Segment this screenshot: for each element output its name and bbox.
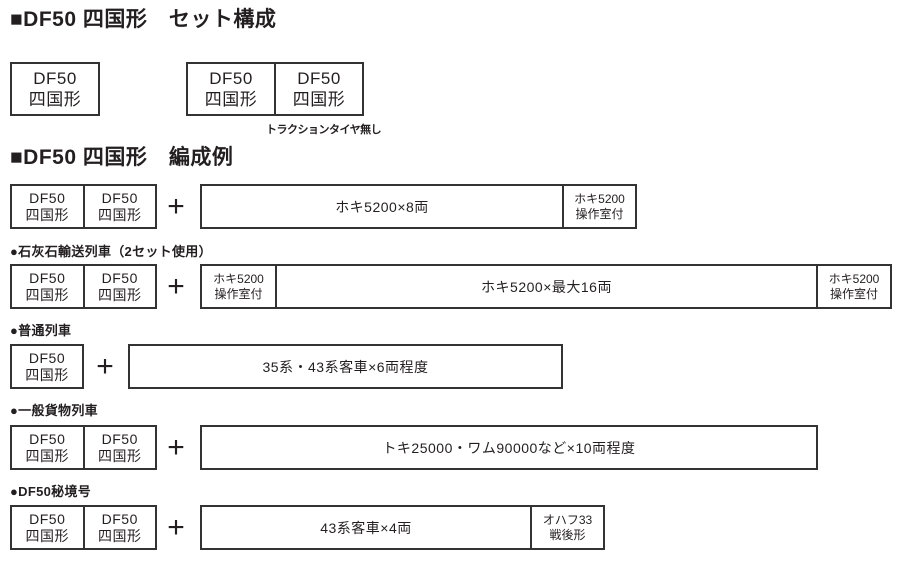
car-box-hoki5200-cab: ホキ5200 操作室付 xyxy=(562,186,635,227)
loco-cell-df50: DF50 四国形 xyxy=(82,186,156,227)
car-box-ohafu33: オハフ33 戦後形 xyxy=(530,507,603,548)
loco-box-pair: DF50 四国形 DF50 四国形 xyxy=(10,425,157,470)
car-train: ホキ5200 操作室付 ホキ5200×最大16両 ホキ5200 操作室付 xyxy=(200,264,892,309)
plus-separator: + xyxy=(167,430,185,464)
car-label: トキ25000・ワム90000など×10両程度 xyxy=(382,439,636,456)
loco-name: DF50 xyxy=(101,510,138,527)
car-label: ホキ5200 xyxy=(828,271,880,286)
car-label: 43系客車×4両 xyxy=(320,519,412,536)
car-train: トキ25000・ワム90000など×10両程度 xyxy=(200,425,818,470)
car-box-passenger-43: 43系客車×4両 xyxy=(202,507,530,548)
loco-name: DF50 xyxy=(297,69,341,88)
section-heading-set-composition: ■DF50 四国形 セット構成 xyxy=(10,8,277,31)
car-sublabel: 戦後形 xyxy=(549,527,586,542)
car-sublabel: 操作室付 xyxy=(829,286,878,301)
loco-type: 四国形 xyxy=(25,447,69,464)
loco-type: 四国形 xyxy=(98,286,142,303)
loco-type: 四国形 xyxy=(98,447,142,464)
plus-separator: + xyxy=(167,510,185,544)
loco-type: 四国形 xyxy=(204,90,258,109)
car-box-hoki5200-max16: ホキ5200×最大16両 xyxy=(275,266,816,307)
loco-type: 四国形 xyxy=(98,206,142,223)
formation-label-limestone: ●石灰石輸送列車（2セット使用） xyxy=(10,244,212,259)
loco-cell-df50: DF50 四国形 xyxy=(82,427,156,468)
loco-cell-df50: DF50 四国形 xyxy=(82,266,156,307)
loco-name: DF50 xyxy=(29,510,66,527)
loco-name: DF50 xyxy=(101,269,138,286)
car-sublabel: 操作室付 xyxy=(214,286,263,301)
loco-box-pair: DF50 四国形 DF50 四国形 xyxy=(10,505,157,550)
plus-separator: + xyxy=(167,269,185,303)
loco-type: 四国形 xyxy=(25,286,69,303)
car-sublabel: 操作室付 xyxy=(575,206,624,221)
traction-tire-note: トラクションタイヤ無し xyxy=(266,124,382,136)
car-box-hoki5200-cab: ホキ5200 操作室付 xyxy=(816,266,890,307)
car-label: オハフ33 xyxy=(542,512,593,527)
loco-box-pair: DF50 四国形 DF50 四国形 xyxy=(10,264,157,309)
loco-name: DF50 xyxy=(29,189,66,206)
loco-box-pair: DF50 四国形 DF50 四国形 xyxy=(186,62,364,116)
loco-name: DF50 xyxy=(33,69,77,88)
loco-box-pair: DF50 四国形 DF50 四国形 xyxy=(10,184,157,229)
car-box-hoki5200-cab: ホキ5200 操作室付 xyxy=(202,266,275,307)
loco-type: 四国形 xyxy=(25,527,69,544)
section-heading-formation-examples: ■DF50 四国形 編成例 xyxy=(10,146,234,169)
car-train: 35系・43系客車×6両程度 xyxy=(128,344,563,389)
car-box-hoki5200: ホキ5200×8両 xyxy=(202,186,562,227)
car-label: ホキ5200 xyxy=(574,191,625,206)
loco-name: DF50 xyxy=(209,69,253,88)
plus-separator: + xyxy=(167,189,185,223)
loco-type: 四国形 xyxy=(292,90,346,109)
loco-type: 四国形 xyxy=(25,366,69,383)
car-label: ホキ5200×最大16両 xyxy=(481,278,612,295)
loco-type: 四国形 xyxy=(98,527,142,544)
loco-type: 四国形 xyxy=(28,90,82,109)
loco-box-single: DF50 四国形 xyxy=(10,344,84,389)
loco-cell-df50: DF50 四国形 xyxy=(12,427,83,468)
loco-cell-df50: DF50 四国形 xyxy=(82,507,156,548)
loco-box-single: DF50 四国形 xyxy=(10,62,100,116)
loco-cell-df50: DF50 四国形 xyxy=(12,64,98,114)
formation-label-hikyou-gou: ●DF50秘境号 xyxy=(10,484,92,499)
loco-name: DF50 xyxy=(29,269,66,286)
car-train: 43系客車×4両 オハフ33 戦後形 xyxy=(200,505,605,550)
car-train: ホキ5200×8両 ホキ5200 操作室付 xyxy=(200,184,637,229)
plus-separator: + xyxy=(96,349,114,383)
car-label: ホキ5200 xyxy=(213,271,264,286)
loco-name: DF50 xyxy=(101,430,138,447)
loco-name: DF50 xyxy=(28,349,66,366)
formation-label-general-freight: ●一般貨物列車 xyxy=(10,403,98,418)
car-box-freight-toki-wamu: トキ25000・ワム90000など×10両程度 xyxy=(202,427,816,468)
loco-cell-df50: DF50 四国形 xyxy=(12,266,83,307)
loco-name: DF50 xyxy=(29,430,66,447)
formation-label-local-train: ●普通列車 xyxy=(10,323,72,338)
car-label: 35系・43系客車×6両程度 xyxy=(262,358,429,375)
car-box-passenger-35-43: 35系・43系客車×6両程度 xyxy=(130,346,561,387)
car-label: ホキ5200×8両 xyxy=(335,198,429,215)
loco-cell-df50: DF50 四国形 xyxy=(188,64,274,114)
loco-cell-df50: DF50 四国形 xyxy=(12,346,82,387)
loco-cell-df50: DF50 四国形 xyxy=(12,507,83,548)
loco-cell-df50-no-traction-tire: DF50 四国形 xyxy=(274,64,362,114)
loco-name: DF50 xyxy=(101,189,138,206)
loco-cell-df50: DF50 四国形 xyxy=(12,186,83,227)
loco-type: 四国形 xyxy=(25,206,69,223)
